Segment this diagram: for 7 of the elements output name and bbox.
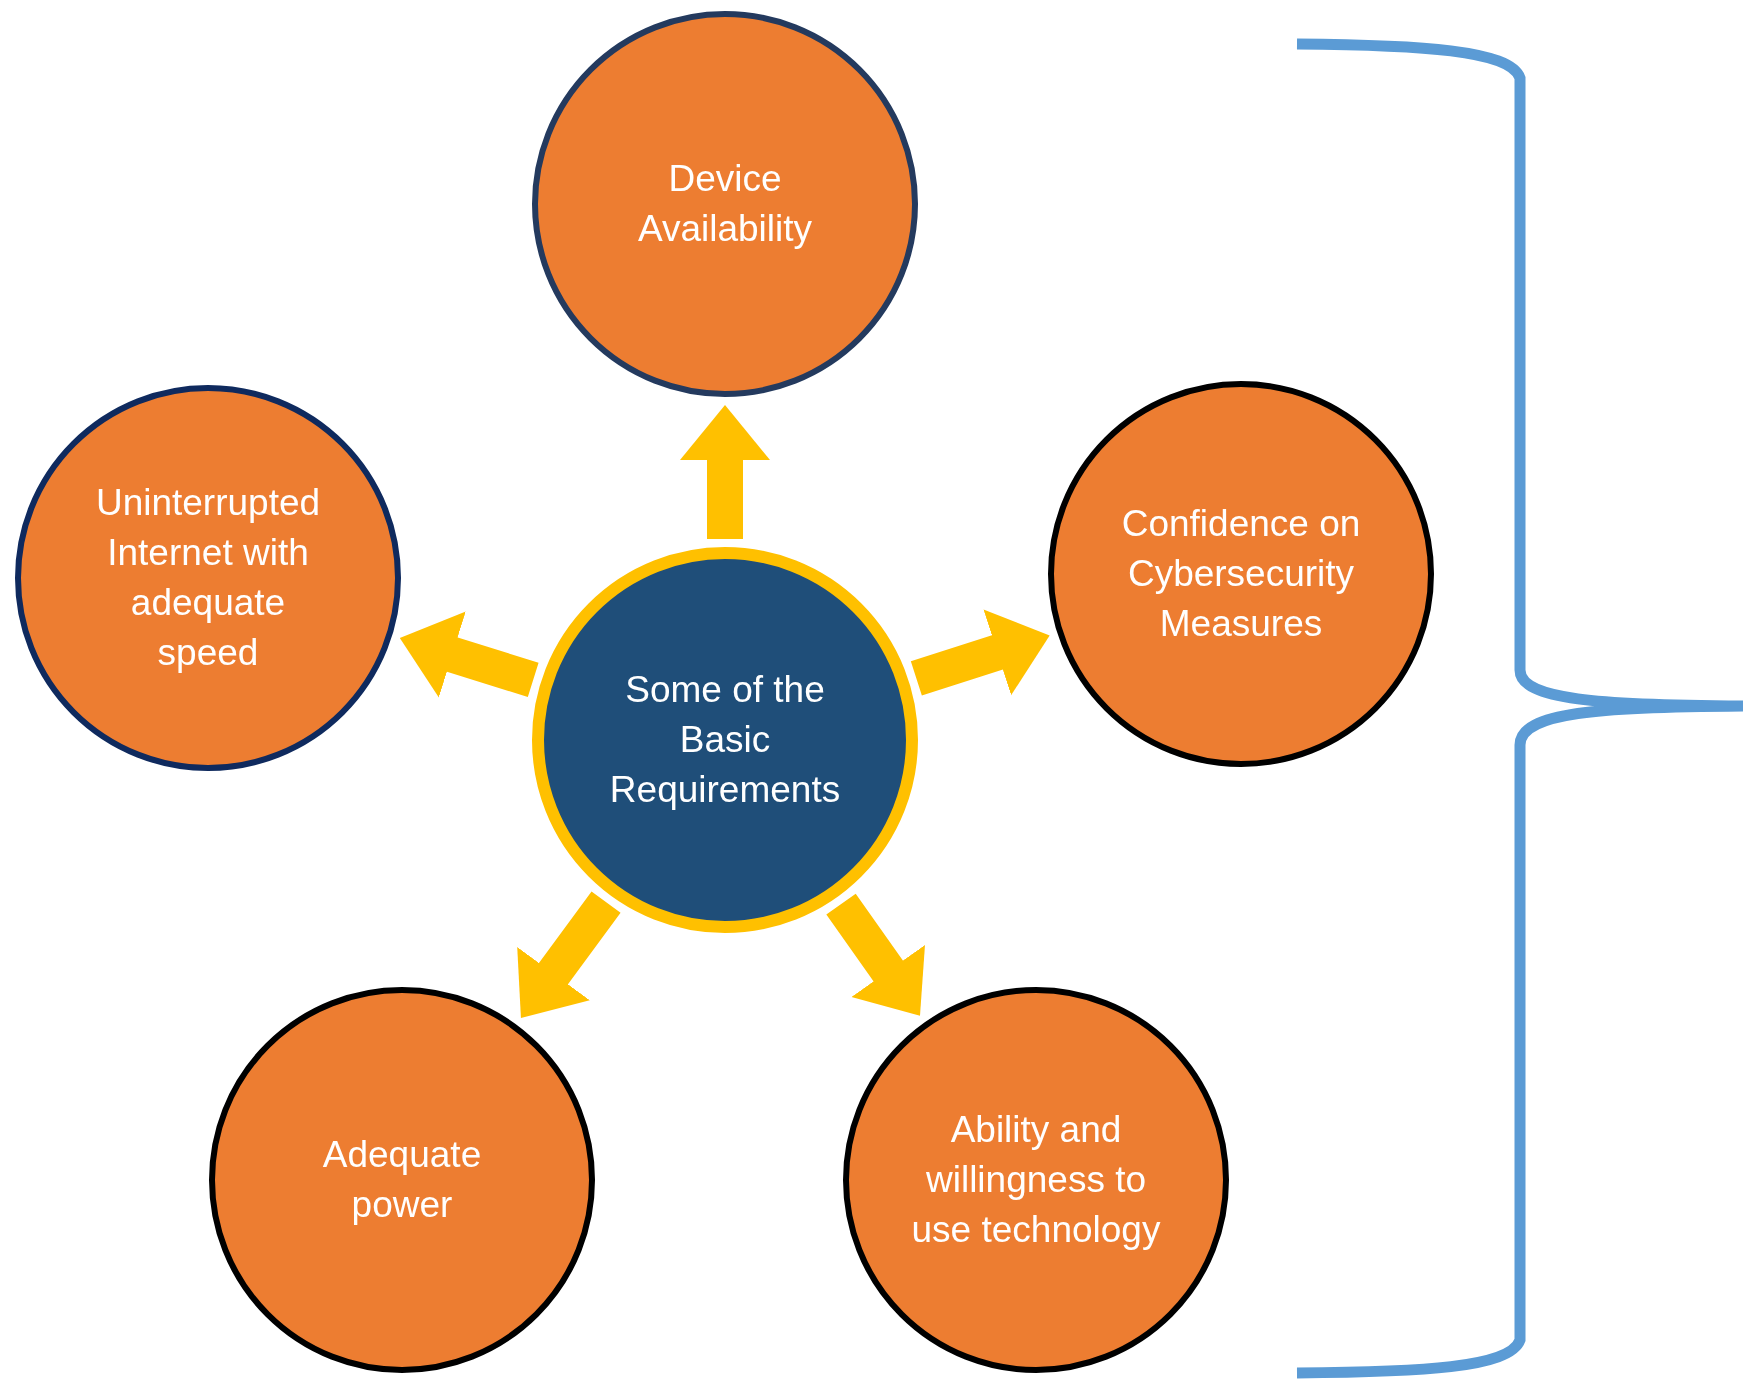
circle-label: Adequate power [321, 1133, 483, 1227]
circle-label: Ability and willingness to use technology [911, 1108, 1161, 1252]
circle-label: Some of the Basic Requirements [608, 668, 842, 812]
circle-label: Confidence on Cybersecurity Measures [1120, 502, 1362, 646]
block-arrow [680, 405, 770, 539]
circle-label: Device Availability [636, 157, 814, 251]
circle-label: Uninterrupted Internet with adequate speed [94, 481, 322, 675]
